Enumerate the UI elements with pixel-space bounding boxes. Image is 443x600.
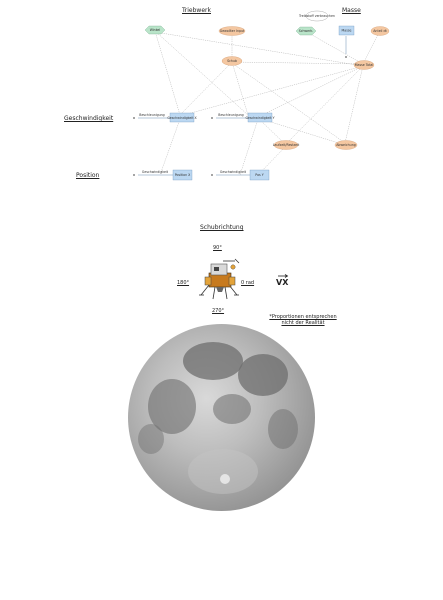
label-0-rad: 0 rad — [241, 280, 255, 286]
abweichung-label: Abweichung — [336, 143, 356, 147]
position-y-stock[interactable] — [249, 169, 270, 181]
row-label-geschwindigkeit: Geschwindigkeit — [64, 115, 114, 122]
masse-stock[interactable] — [338, 25, 355, 36]
geschwindigkeit-y-label: Geschwindigkeit Y — [245, 116, 274, 120]
laufzeit-node[interactable] — [273, 140, 299, 150]
gewollter-input-label: Gewollter Input — [220, 29, 245, 33]
schubrichtung-title: Schubrichtung — [200, 224, 244, 231]
geschwindigkeit-x-stock[interactable] — [169, 112, 195, 123]
geschwindigkeit-y-stock[interactable] — [247, 112, 273, 123]
proportion-note-line1: *Proportionen entsprechen — [269, 314, 337, 320]
label-90-degrees: 90° — [213, 245, 222, 251]
proportion-note: *Proportionen entsprechen nicht der Real… — [262, 314, 344, 326]
flow-x-label: Geschwindigkeit — [142, 170, 169, 174]
beschleunigung-y-label: Beschleunigung — [218, 113, 243, 117]
beschleunigung-x-label: Beschleunigung — [139, 113, 164, 117]
title-triebwerk: Triebwerk — [182, 7, 211, 14]
laufzeit-label: Laufzeit/Restzeit — [273, 143, 300, 147]
abweichung-node[interactable] — [334, 140, 358, 150]
schub-label: Schub — [227, 59, 237, 63]
masse-stock-label: Masse — [342, 29, 352, 33]
flow-y-label: Geschwindigkeit — [220, 170, 247, 174]
vector-arrow-icon — [278, 274, 289, 278]
label-270-degrees: 270° — [212, 308, 225, 314]
anteil-label: Anteil dt — [373, 29, 387, 33]
position-x-stock[interactable] — [172, 169, 193, 181]
winkel-node[interactable] — [144, 25, 166, 35]
gewollter-input-node[interactable] — [218, 26, 246, 36]
geschwindigkeit-x-label: Geschwindigkeit X — [167, 116, 197, 120]
masse-total-label: Masse Total — [355, 63, 374, 67]
row-label-position: Position — [76, 172, 100, 179]
comment-bubble — [305, 10, 329, 22]
schwere-label: Schwerk. — [299, 29, 314, 33]
position-y-label: Pos Y — [255, 173, 263, 177]
flow-pipes — [138, 36, 347, 176]
comment-label: Treibstoff verbrauchen — [298, 14, 335, 18]
position-x-label: Position X — [175, 173, 191, 177]
velocity-vector-label: VX — [276, 278, 289, 287]
schwere-node[interactable] — [295, 26, 317, 36]
source-clouds — [133, 56, 347, 176]
moon-image — [128, 324, 315, 511]
stock-flow-diagram: Winkel Schwerk. Gewollter Input Schub An… — [133, 10, 390, 181]
masse-total-node[interactable] — [353, 60, 375, 70]
winkel-label: Winkel — [150, 28, 161, 32]
proportion-note-line2: nicht der Realität — [281, 320, 325, 326]
schub-node[interactable] — [221, 56, 243, 66]
lunar-lander-icon[interactable] — [195, 255, 243, 303]
anteil-node[interactable] — [370, 26, 390, 36]
title-masse: Masse — [342, 7, 361, 14]
label-180-degrees: 180° — [177, 280, 190, 286]
